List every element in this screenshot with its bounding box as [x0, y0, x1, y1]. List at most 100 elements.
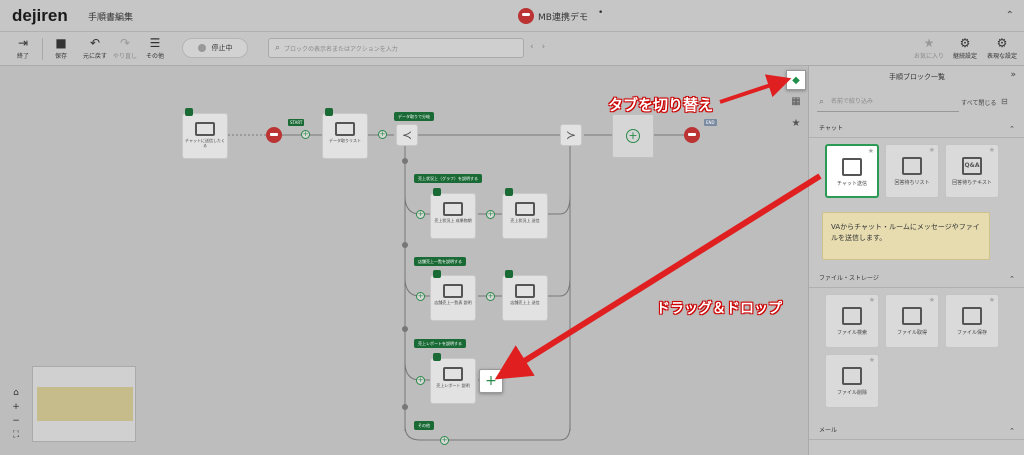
flag-icon — [433, 270, 441, 278]
gears-icon: ⚙ — [996, 36, 1008, 50]
tile-file-save[interactable]: ★ ファイル保存 — [945, 294, 999, 348]
add-step-button[interactable]: + — [416, 210, 425, 219]
add-step-button[interactable]: + — [416, 292, 425, 301]
chevron-up-icon: ⌃ — [1009, 427, 1015, 435]
image-node-2[interactable]: 店舗売上一覧表 説明 — [430, 270, 476, 321]
search-icon: ⌕ — [275, 43, 281, 53]
group-label-3: 売上レポートを説明する — [414, 339, 466, 348]
unsaved-indicator: • — [597, 8, 604, 18]
chat-node-1[interactable]: 売上状況上 送信 — [502, 188, 548, 239]
toolbar: ⇥終了 ■保存 ↶元に戻す ↷やり直し ☰その他 停止中 ⌕ ブロックの表示名ま… — [0, 32, 1024, 66]
continuation-settings-button[interactable]: ⚙継続設定 — [948, 35, 982, 60]
tile-file-search[interactable]: ★ ファイル検索 — [825, 294, 879, 348]
palette-search-input[interactable]: 名前で絞り込み — [817, 92, 959, 112]
display-settings-button[interactable]: ⚙表現な設定 — [984, 35, 1020, 60]
add-step-button[interactable]: + — [416, 376, 425, 385]
report-node[interactable]: 売上レポート 説明 — [430, 353, 476, 404]
tile-chat-send[interactable]: ★ チャット送信 — [825, 144, 879, 198]
branch-junction — [402, 326, 408, 332]
other-menu-button[interactable]: ☰その他 — [140, 35, 170, 60]
drop-target-add-button[interactable]: + — [479, 369, 503, 393]
section-mail[interactable]: メール⌃ — [809, 422, 1024, 440]
flag-icon — [185, 108, 193, 116]
image-node-1[interactable]: 売上状況上 成果物期 — [430, 188, 476, 239]
add-step-button[interactable]: + — [301, 130, 310, 139]
minimap[interactable] — [32, 366, 136, 442]
file-search-icon — [842, 307, 862, 325]
start-node[interactable] — [266, 127, 282, 143]
section-chat[interactable]: チャット⌃ — [809, 120, 1024, 138]
minimap-viewport — [37, 387, 133, 421]
flag-icon — [325, 108, 333, 116]
page-title: 手順書編集 — [88, 13, 134, 23]
flow-canvas[interactable]: チャットに送信したくる START + データ取りリスト + ≺ データ取りで分… — [0, 66, 808, 455]
flag-icon — [433, 353, 441, 361]
star-icon: ★ — [791, 118, 801, 129]
search-nav[interactable]: ‹› — [530, 42, 554, 52]
branch-node[interactable]: ≺ — [396, 124, 418, 146]
zoom-in-button[interactable]: + — [12, 402, 20, 412]
expand-panel-icon[interactable]: » — [1010, 70, 1016, 80]
star-icon[interactable]: ★ — [928, 296, 935, 304]
section-file-storage[interactable]: ファイル・ストレージ⌃ — [809, 270, 1024, 288]
add-step-button[interactable]: + — [378, 130, 387, 139]
plus-icon: + — [626, 129, 640, 143]
end-node[interactable] — [684, 127, 700, 143]
add-step-button[interactable]: + — [440, 436, 449, 445]
status-dot-icon — [197, 44, 206, 52]
star-icon[interactable]: ★ — [867, 147, 874, 155]
tab-favorites[interactable]: ★ — [786, 114, 806, 134]
group-label-1: 売上状況上（グラフ）を説明する — [414, 174, 482, 183]
undo-icon: ↶ — [89, 36, 101, 50]
add-step-placeholder[interactable]: + — [612, 114, 654, 158]
redo-button[interactable]: ↷やり直し — [110, 35, 140, 60]
collapse-all-icon[interactable]: ⊟ — [1001, 97, 1008, 106]
tile-answer-wait-text[interactable]: ★ Q&A 回答待ちテキスト — [945, 144, 999, 198]
flag-icon — [433, 188, 441, 196]
branch-junction — [402, 158, 408, 164]
chevron-up-icon[interactable]: ⌃ — [1005, 10, 1014, 21]
branch-junction — [402, 242, 408, 248]
chat-send-node[interactable]: チャットに送信したくる — [182, 108, 228, 159]
end-tag: END — [704, 119, 717, 126]
star-icon[interactable]: ★ — [988, 146, 995, 154]
gear-plus-icon: ⚙ — [959, 36, 971, 50]
list-icon — [902, 157, 922, 175]
save-button[interactable]: ■保存 — [46, 35, 76, 60]
image-icon — [443, 202, 463, 216]
tab-blocks[interactable]: ◆ — [786, 70, 806, 90]
star-icon[interactable]: ★ — [868, 356, 875, 364]
add-step-button[interactable]: + — [486, 210, 495, 219]
cube-icon: ◆ — [792, 75, 800, 86]
tile-answer-wait-list[interactable]: ★ 回答待ちリスト — [885, 144, 939, 198]
exit-button[interactable]: ⇥終了 — [8, 35, 38, 60]
chat-bubble-icon — [842, 158, 862, 176]
file-delete-icon — [842, 367, 862, 385]
zoom-out-button[interactable]: − — [12, 416, 20, 426]
flag-icon — [505, 188, 513, 196]
undo-button[interactable]: ↶元に戻す — [80, 35, 110, 60]
fit-view-icon[interactable]: ⛶ — [12, 430, 20, 440]
close-all-button[interactable]: すべて閉じる — [961, 100, 997, 107]
star-icon[interactable]: ★ — [868, 296, 875, 304]
save-icon: ■ — [55, 36, 67, 50]
palette-tabs: ◆ ▦ ★ — [786, 70, 808, 136]
star-icon[interactable]: ★ — [928, 146, 935, 154]
star-icon[interactable]: ★ — [988, 296, 995, 304]
chat-bubble-icon — [195, 122, 215, 136]
group-label-other: その他 — [414, 421, 434, 430]
group-label-2: 店舗売上一覧を説明する — [414, 257, 466, 266]
favorites-button[interactable]: ★お気に入り — [913, 36, 944, 60]
tile-file-delete[interactable]: ★ ファイル削除 — [825, 354, 879, 408]
qa-icon: Q&A — [962, 157, 982, 175]
add-step-button[interactable]: + — [486, 292, 495, 301]
data-list-node[interactable]: データ取りリスト — [322, 108, 368, 159]
block-search-input[interactable]: ⌕ ブロックの表示名またはアクションを入力 — [268, 38, 524, 58]
tab-packages[interactable]: ▦ — [786, 92, 806, 112]
chat-node-2[interactable]: 店舗売上上 送信 — [502, 270, 548, 321]
merge-icon: ≻ — [565, 128, 577, 142]
merge-node[interactable]: ≻ — [560, 124, 582, 146]
tile-file-get[interactable]: ★ ファイル取得 — [885, 294, 939, 348]
home-icon[interactable]: ⌂ — [13, 388, 19, 398]
run-status-toggle[interactable]: 停止中 — [182, 38, 248, 58]
